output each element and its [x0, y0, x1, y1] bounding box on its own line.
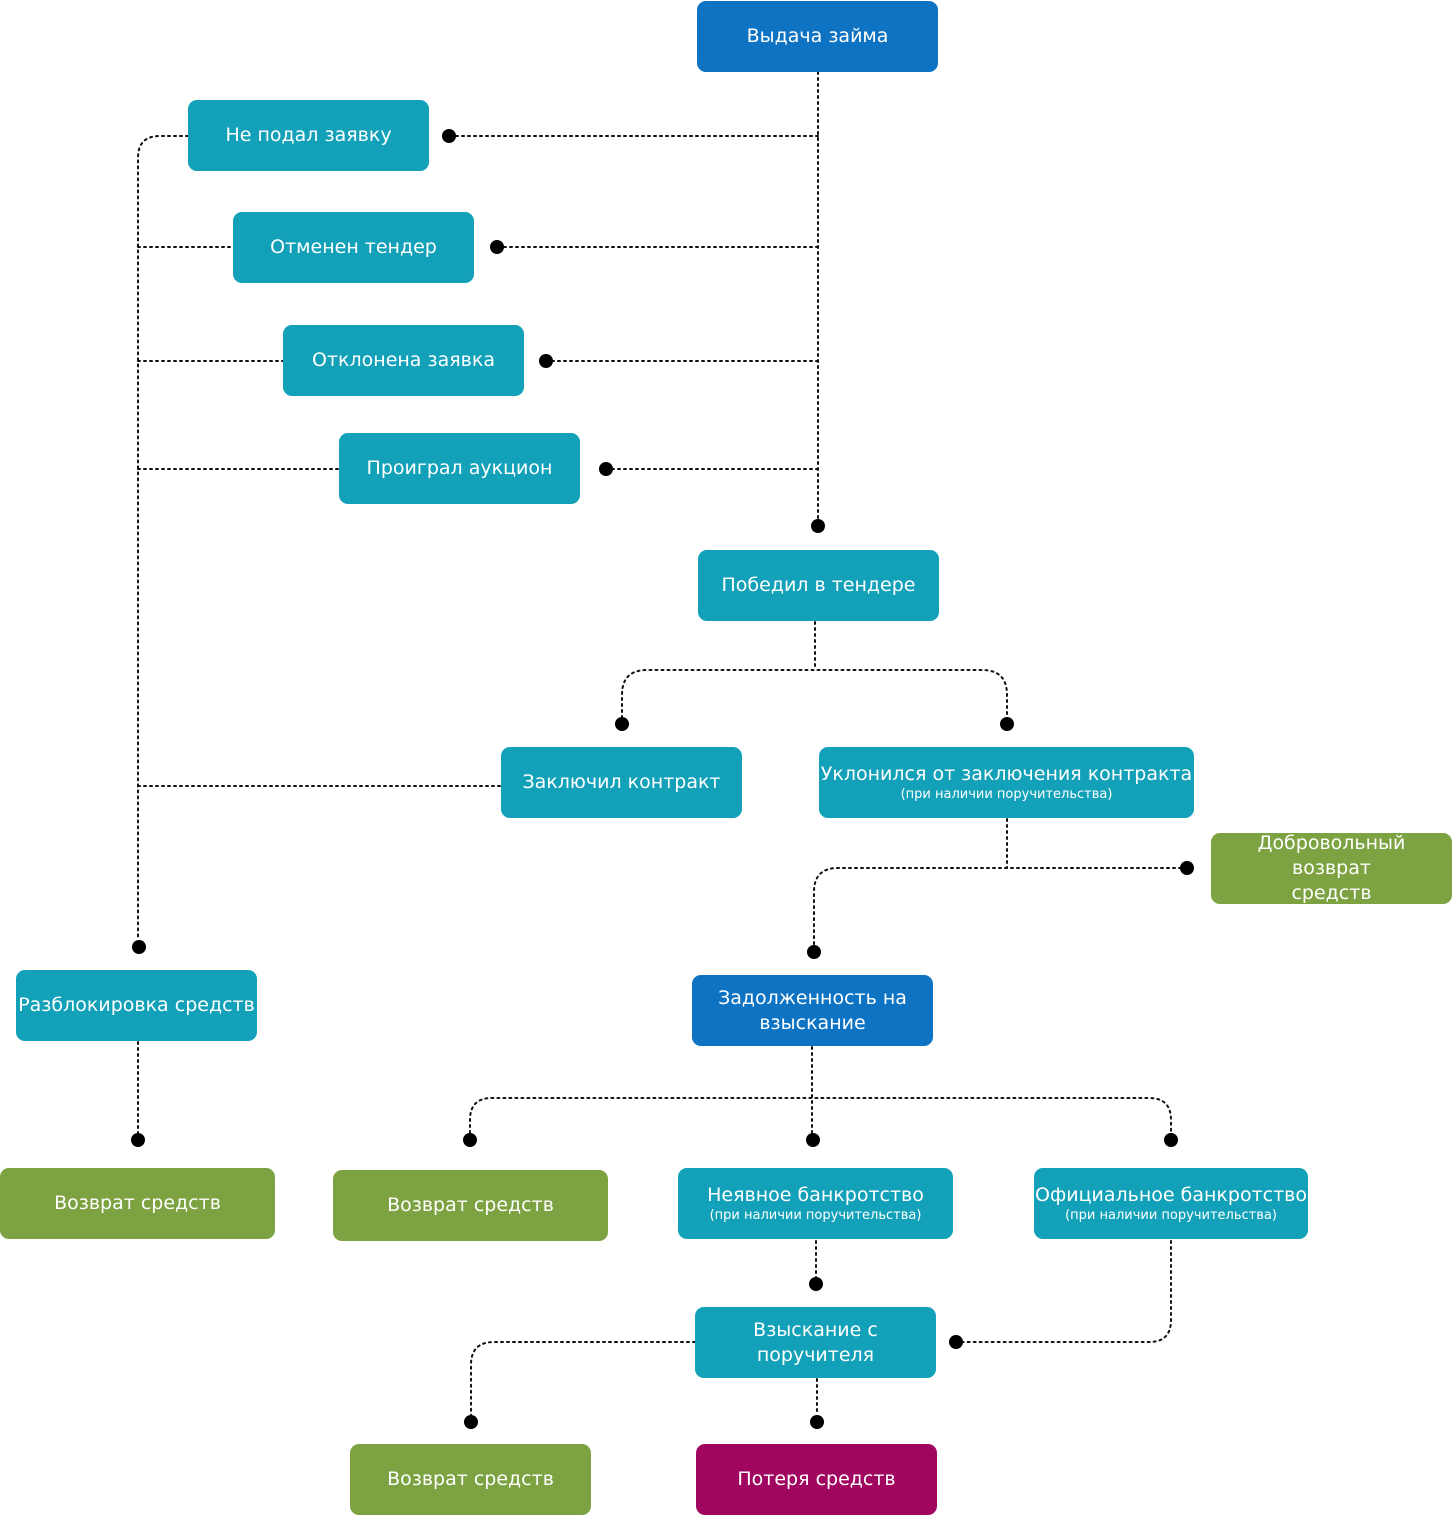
node-label: Победил в тендере	[721, 574, 916, 597]
node-label: Возврат средств	[54, 1192, 221, 1215]
node-guarantor-recovery[interactable]: Взыскание с поручителя	[695, 1307, 936, 1378]
node-label: Добровольный возврат средств	[1257, 832, 1406, 904]
connector-dot	[442, 129, 456, 143]
connector-dot	[1180, 861, 1194, 875]
connector-dot	[1000, 717, 1014, 731]
node-label: Возврат средств	[387, 1194, 554, 1217]
node-debt-collection[interactable]: Задолженность на взыскание	[692, 975, 933, 1046]
left-collector-line	[137, 135, 189, 941]
node-label: Возврат средств	[387, 1468, 554, 1491]
node-label: Заключил контракт	[522, 771, 721, 794]
debt-split	[469, 1097, 1172, 1134]
connector-dot	[949, 1335, 963, 1349]
guarantor-to-return	[470, 1341, 696, 1416]
connector-dot	[131, 1133, 145, 1147]
connector-dot	[615, 717, 629, 731]
node-note: (при наличии поручительства)	[1065, 1208, 1277, 1224]
node-application-rejected[interactable]: Отклонена заявка	[283, 325, 524, 396]
node-official-bankruptcy[interactable]: Официальное банкротство (при наличии пор…	[1034, 1168, 1308, 1239]
node-loss-of-funds[interactable]: Потеря средств	[696, 1444, 937, 1515]
node-label: Разблокировка средств	[18, 994, 255, 1017]
node-label: Отклонена заявка	[312, 349, 495, 372]
node-label: Уклонился от заключения контракта	[820, 763, 1193, 786]
won-tender-split	[621, 669, 1008, 719]
node-return-mid[interactable]: Возврат средств	[333, 1170, 608, 1241]
node-label: Взыскание с поручителя	[753, 1318, 878, 1366]
node-label: Проиграл аукцион	[366, 457, 553, 480]
node-note: (при наличии поручительства)	[900, 787, 1113, 803]
connector-dot	[807, 945, 821, 959]
node-not-applied[interactable]: Не подал заявку	[188, 100, 429, 171]
node-unlock-funds[interactable]: Разблокировка средств	[16, 970, 257, 1041]
node-label: Выдача займа	[746, 25, 889, 48]
node-label: Потеря средств	[737, 1468, 896, 1491]
connector-dot	[132, 940, 146, 954]
node-return-bottom[interactable]: Возврат средств	[350, 1444, 591, 1515]
connector-dot	[809, 1277, 823, 1291]
node-label: Задолженность на взыскание	[718, 986, 907, 1034]
node-loan-issue[interactable]: Выдача займа	[697, 1, 938, 72]
connector-dot	[806, 1133, 820, 1147]
node-tender-cancelled[interactable]: Отменен тендер	[233, 212, 474, 283]
node-lost-auction[interactable]: Проиграл аукцион	[339, 433, 580, 504]
node-return-left[interactable]: Возврат средств	[0, 1168, 275, 1239]
connector-dot	[1164, 1133, 1178, 1147]
connector-dot	[599, 462, 613, 476]
node-label: Не подал заявку	[225, 124, 392, 147]
evaded-split	[813, 867, 1182, 946]
connector-dot	[539, 354, 553, 368]
node-label: Неявное банкротство	[707, 1184, 924, 1207]
node-note: (при наличии поручительства)	[709, 1208, 922, 1224]
connector-dot	[464, 1415, 478, 1429]
node-evaded-contract[interactable]: Уклонился от заключения контракта (при н…	[819, 747, 1194, 818]
connector-dot	[490, 240, 504, 254]
node-won-tender[interactable]: Победил в тендере	[698, 550, 939, 621]
official-to-guarantor	[961, 1240, 1172, 1343]
node-label: Отменен тендер	[270, 236, 437, 259]
connector-dot	[811, 519, 825, 533]
node-implicit-bankruptcy[interactable]: Неявное банкротство (при наличии поручит…	[678, 1168, 953, 1239]
connector-dot	[463, 1133, 477, 1147]
connector-dot	[810, 1415, 824, 1429]
node-signed-contract[interactable]: Заключил контракт	[501, 747, 742, 818]
node-voluntary-return[interactable]: Добровольный возврат средств	[1211, 832, 1452, 904]
node-label: Официальное банкротство	[1035, 1184, 1307, 1207]
